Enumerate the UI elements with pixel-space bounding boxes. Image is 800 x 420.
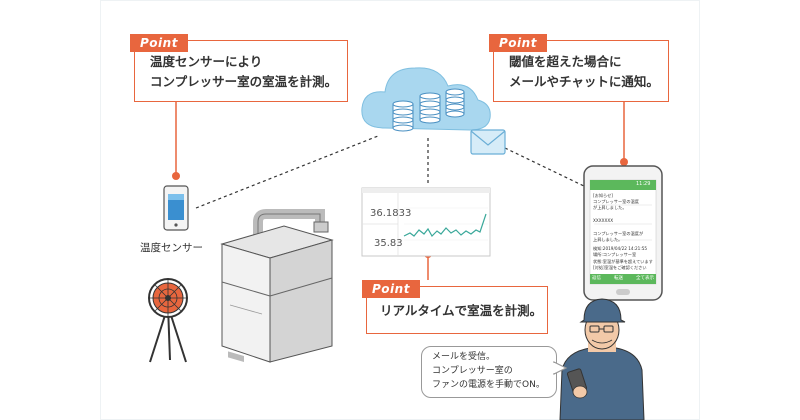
sensor-leader-dot [172,172,180,180]
sensor-label: 温度センサー [140,242,203,254]
database-icon [445,88,465,118]
cloud-icon [361,67,491,132]
temperature-trend-line [403,213,487,237]
point-tag-realtime: Point [362,280,420,298]
dashboard-value-bottom: 35.83 [374,238,403,249]
phone-time: 11:29 [636,181,651,187]
point-tag-notify: Point [489,34,547,52]
phone-footer-bar [590,274,656,284]
phone-mail-line: 検知:2019/04/22 14:21:55 [593,246,648,252]
speech-line2: コンプレッサー室の [432,366,513,376]
mail-envelope-icon [470,129,506,155]
phone-mail-line: [お知らせ] [593,193,613,198]
dashboard-value-top: 36.1833 [370,208,412,219]
phone-mail-line: コンプレッサー室の温度が [593,230,644,236]
phone-mail-line: コンプレッサー室の温度 [593,199,639,205]
phone-forward-button[interactable]: 転送 [614,276,623,281]
phone-header-bar [590,180,656,190]
sensor-to-cloud-line [195,135,379,209]
phone-mail-line: 状態:室温が基準を超えています [593,258,653,264]
point-box-realtime [366,286,548,334]
speech-line3: ファンの電源を手動でON。 [432,380,545,390]
notify-leader-dot [620,158,628,166]
worker-person [559,298,645,420]
phone-footer: 返信 転送 全て表示 [592,275,654,281]
point-tag-sensor: Point [130,34,188,52]
dashboard-screen [361,187,491,257]
database-icon [419,92,441,124]
point-text-realtime: リアルタイムで室温を計測。 [380,303,543,318]
phone-reply-button[interactable]: 返信 [592,276,601,281]
smartphone [583,165,663,301]
speech-line1: メールを受信。 [432,352,496,362]
point-text-sensor-line2: コンプレッサー室の室温を計測。 [150,74,338,89]
phone-mail-body: [お知らせ] コンプレッサー室の温度 が上昇しました。 XXXXXXX コンプレ… [593,193,655,271]
point-text-notify-line2: メールやチャットに通知。 [509,74,659,89]
database-icon [392,100,414,132]
phone-mail-line: が上昇しました。 [593,205,627,211]
temperature-sensor-device [163,185,189,231]
point-text-sensor-line1: 温度センサーにより [150,54,263,69]
phone-mail-line: [対処]室温をご確認ください [593,264,647,270]
phone-mail-line: XXXXXXX [593,217,614,223]
phone-mail-line: 場所:コンプレッサー室 [593,252,637,258]
phone-show-all-button[interactable]: 全て表示 [636,276,654,281]
phone-mail-line: 上昇しました。 [593,237,623,243]
compressor-unit [220,209,334,363]
electric-fan [148,278,188,363]
point-text-notify-line1: 閾値を超えた場合に [509,54,622,69]
